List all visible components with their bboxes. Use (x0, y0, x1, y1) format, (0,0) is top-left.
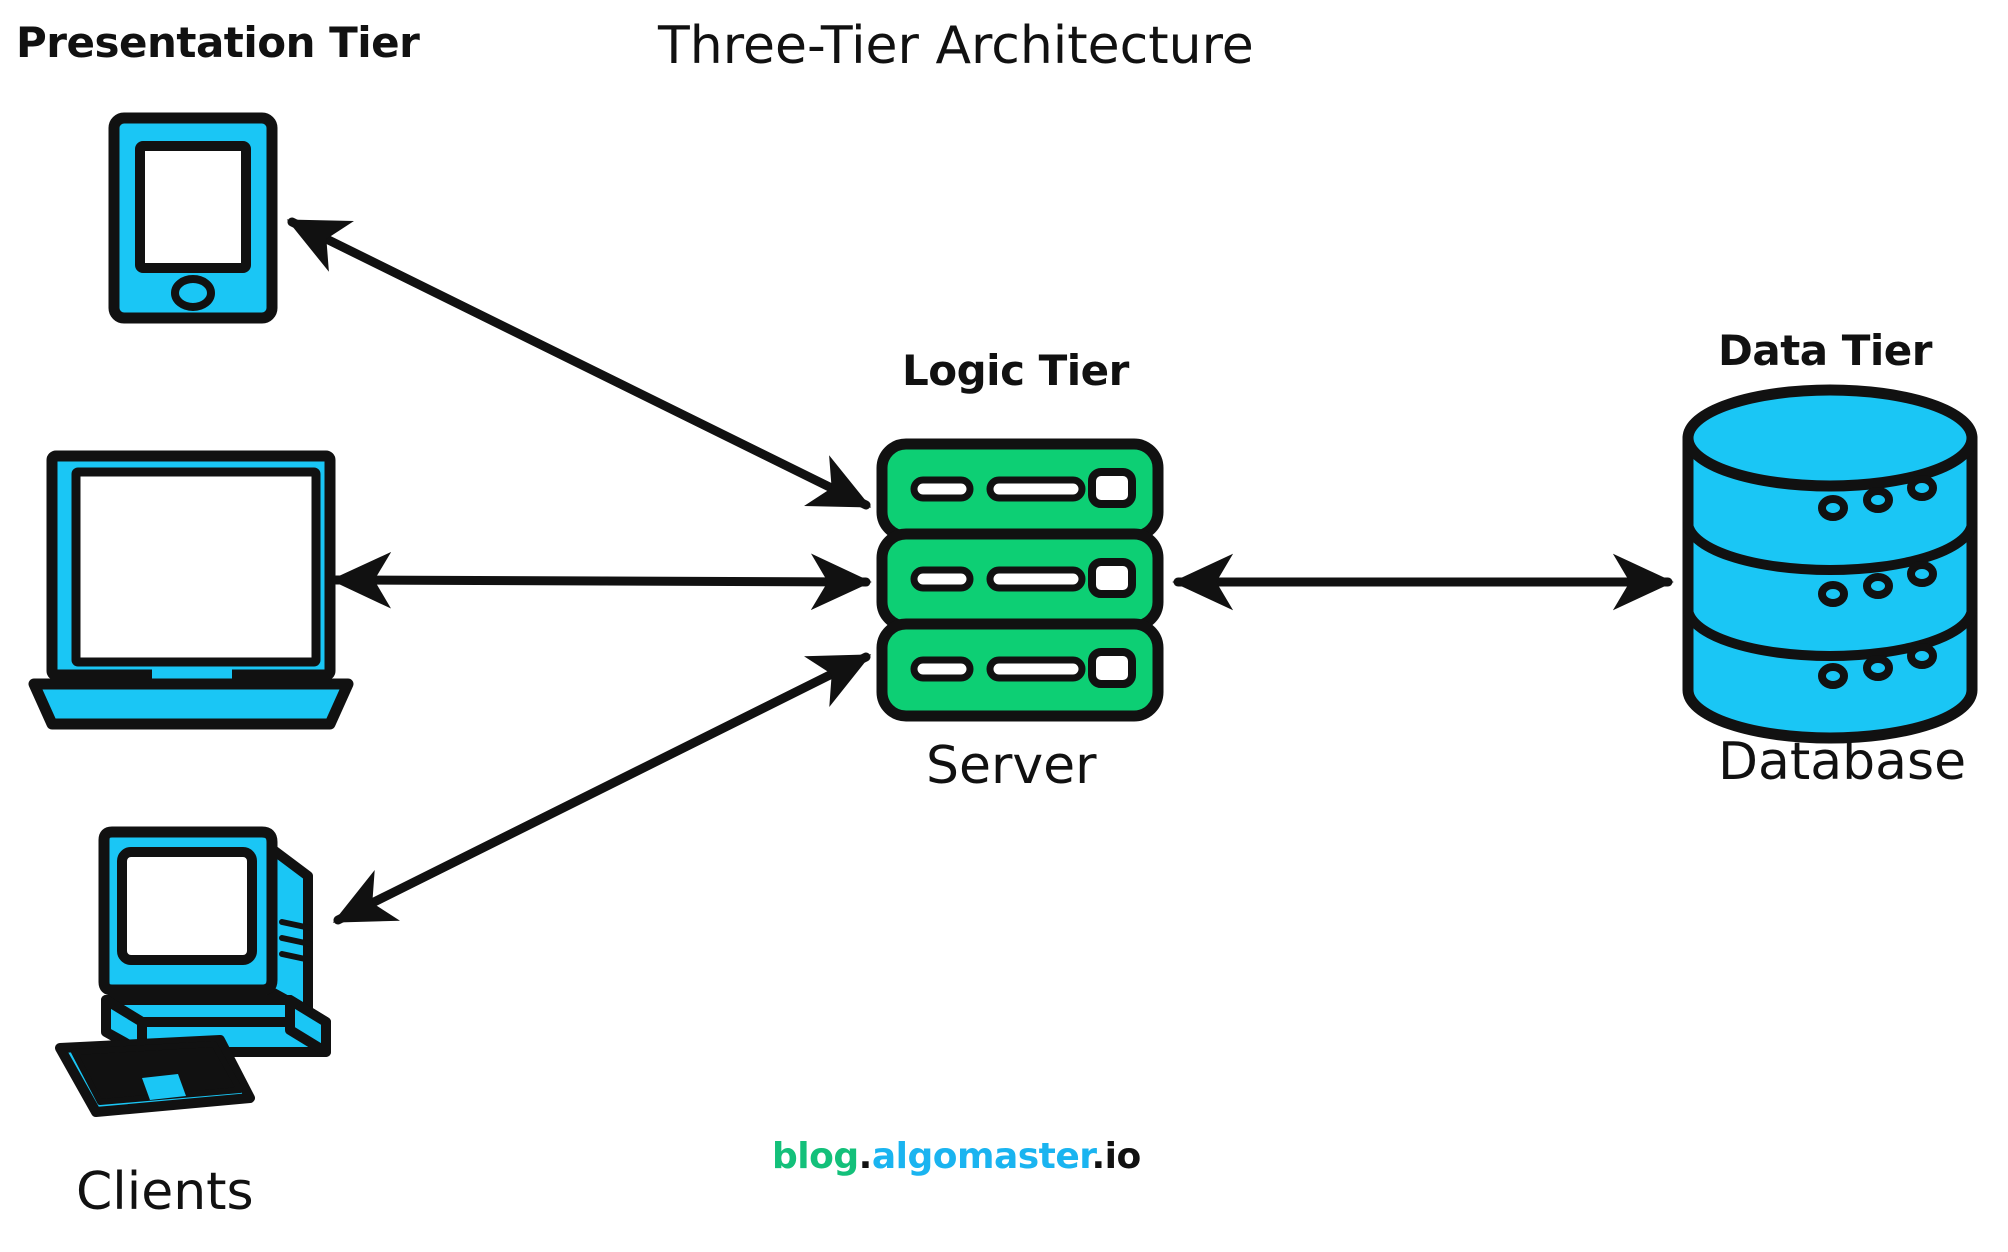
label-clients: Clients (76, 1162, 254, 1222)
server-unit-2-slot-b (986, 566, 1086, 592)
server-unit-3-slot-a (910, 656, 974, 682)
smartphone-home-button (171, 275, 215, 311)
server-unit-1-slot-b (986, 476, 1086, 502)
desktop-keyboard-keys (71, 1041, 243, 1105)
database-band-divider-2 (1683, 607, 1977, 661)
database-top (1682, 384, 1978, 492)
watermark-io: .io (1091, 1136, 1141, 1177)
label-data-tier: Data Tier (1718, 326, 1933, 375)
server-unit-2-slot-a (910, 566, 974, 592)
watermark: blog.algomaster.io (772, 1139, 1141, 1175)
smartphone-screen (135, 141, 251, 273)
desktop-vent-lines (279, 919, 313, 963)
watermark-blog: blog (772, 1136, 859, 1177)
desktop-computer-icon (55, 826, 331, 1117)
watermark-dot: . (858, 1136, 873, 1177)
label-database: Database (1718, 732, 1967, 792)
server-unit-3-slot-b (986, 656, 1086, 682)
database-status-dots-3 (1818, 643, 1937, 689)
connection-laptop-server (330, 551, 872, 611)
server-unit-1-slot-a (910, 476, 974, 502)
database-status-dots-1 (1818, 475, 1937, 521)
server-unit-2-led (1088, 558, 1136, 598)
smartphone-icon (108, 112, 278, 324)
laptop-screen (71, 467, 321, 667)
page-title: Three-Tier Architecture (658, 16, 1254, 76)
database-cylinder-icon (1682, 384, 1978, 744)
connection-desktop-server (332, 652, 872, 925)
connection-phone-server (286, 217, 872, 510)
laptop-base (28, 678, 354, 730)
desktop-base-right (285, 995, 331, 1057)
desktop-keyboard-spacebar (142, 1074, 186, 1100)
database-status-dots-2 (1818, 561, 1937, 607)
watermark-algomaster: algomaster (871, 1136, 1092, 1177)
database-band-divider-1 (1683, 521, 1977, 575)
desktop-screen (117, 847, 257, 965)
laptop-icon (28, 450, 354, 730)
label-logic-tier: Logic Tier (902, 346, 1129, 395)
server-unit-1-led (1088, 468, 1136, 508)
label-server: Server (926, 736, 1097, 796)
server-rack-icon (876, 438, 1164, 722)
server-unit-3-led (1088, 648, 1136, 688)
label-presentation-tier: Presentation Tier (16, 18, 420, 67)
connections (286, 217, 1674, 925)
